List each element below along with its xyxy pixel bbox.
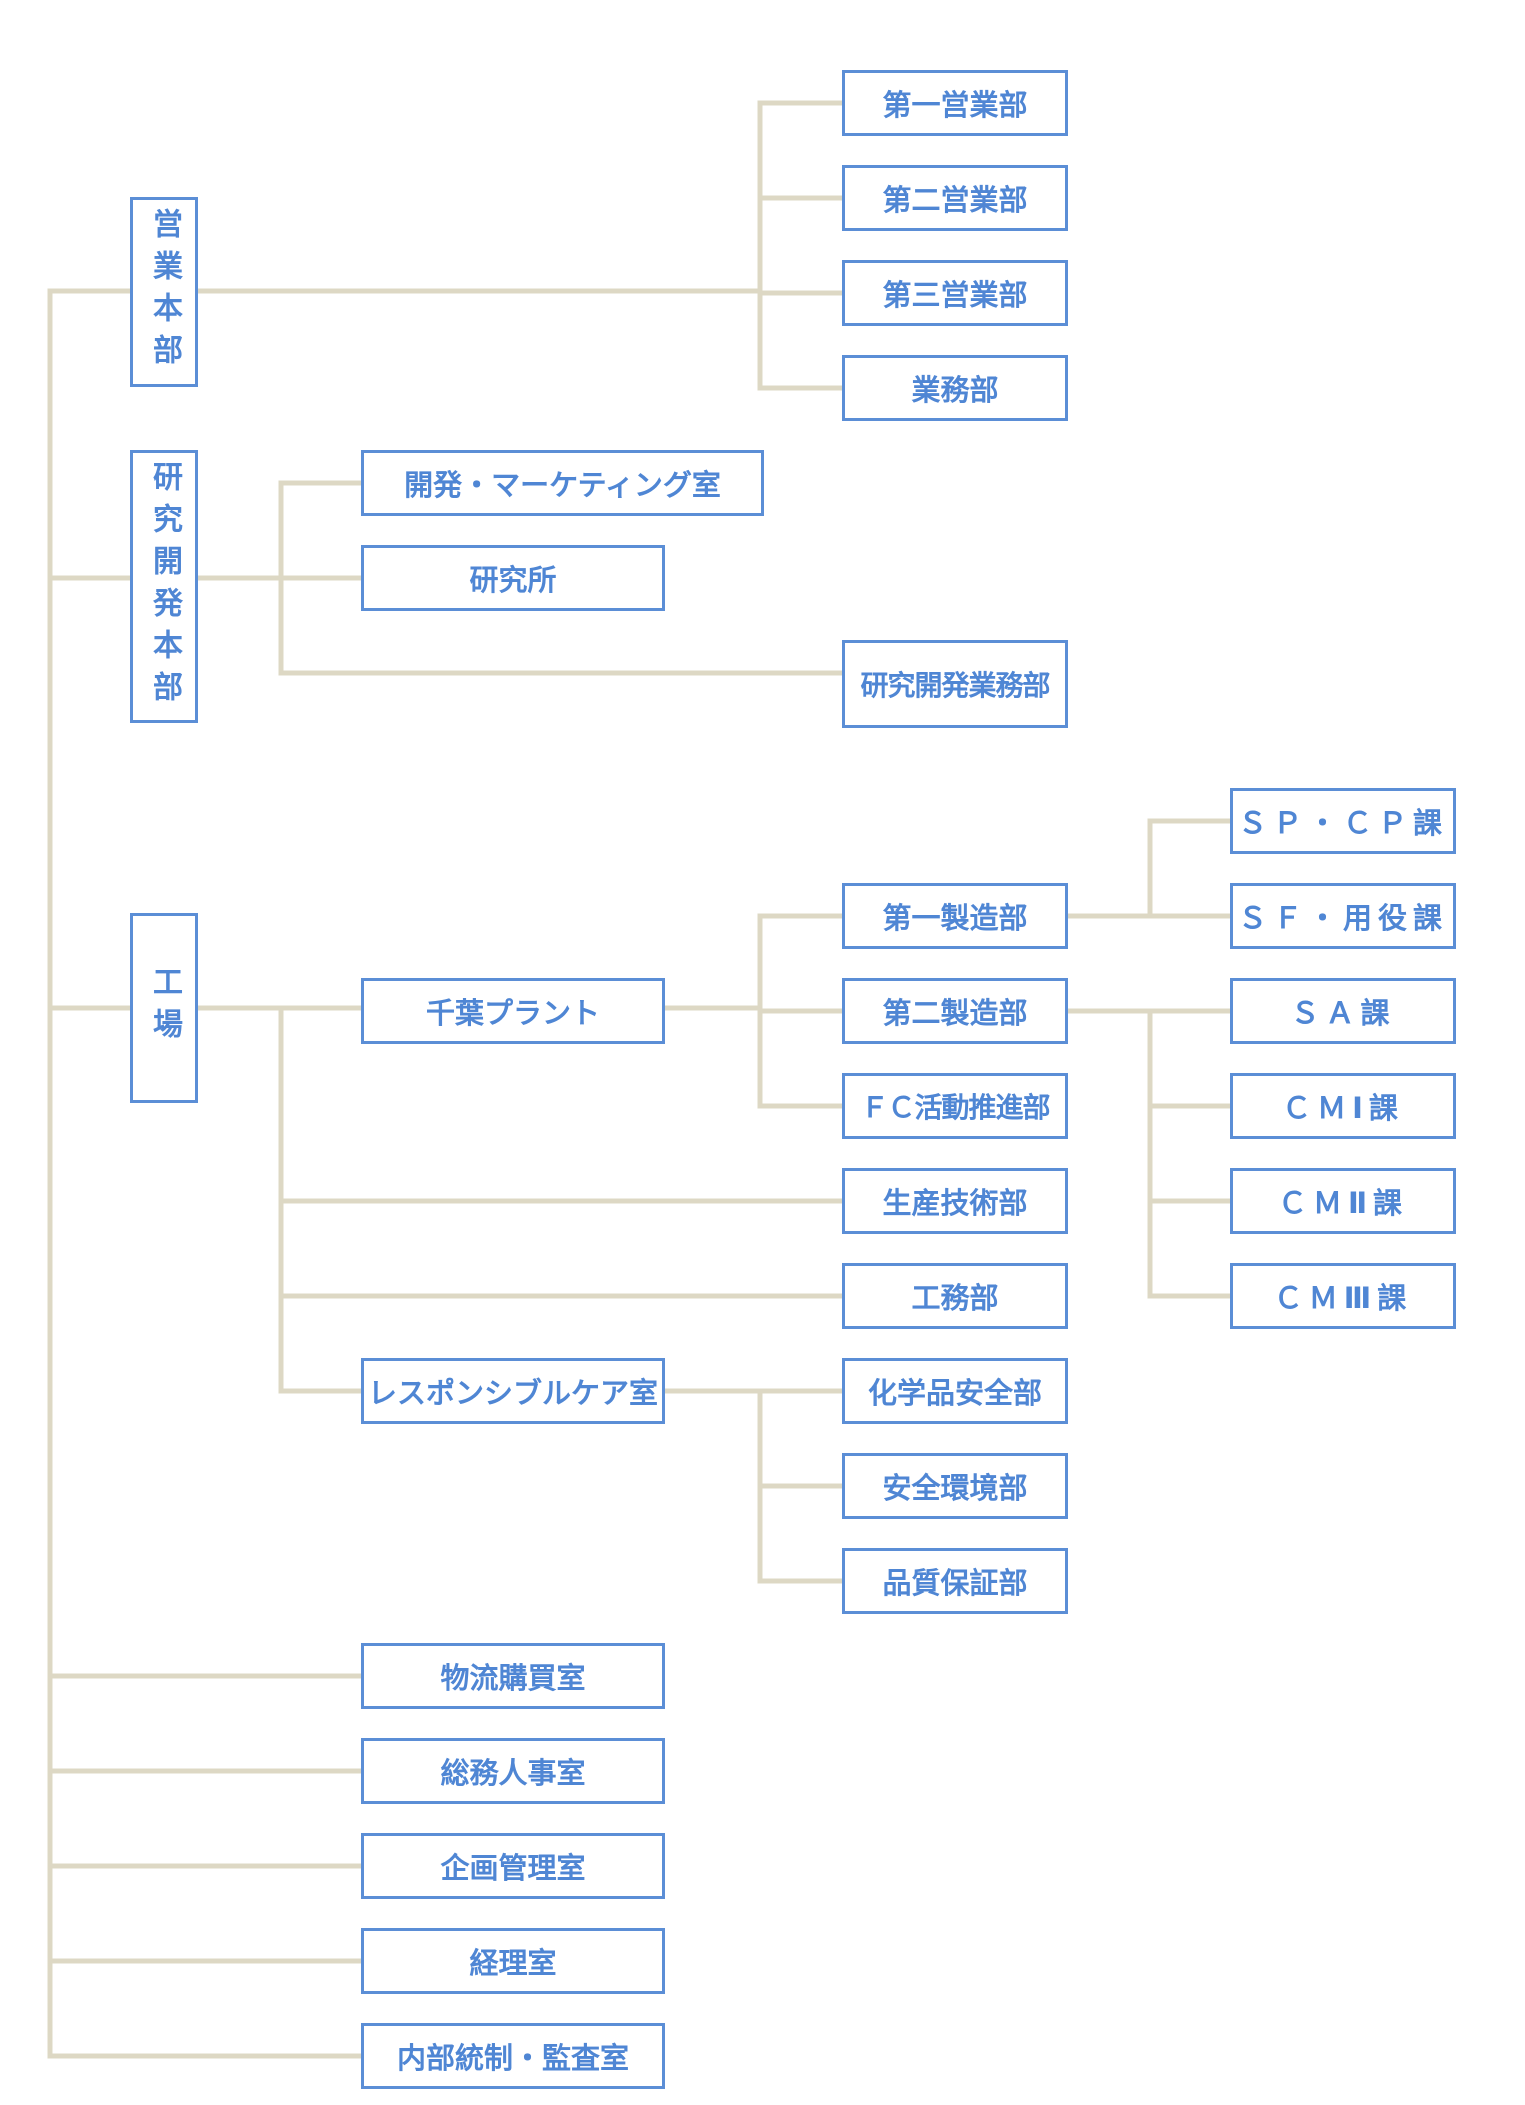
quality-assurance-dept: 品質保証部: [842, 1548, 1068, 1614]
rnd-operations-dept: 研究開発業務部: [842, 640, 1068, 728]
chemical-safety-dept: 化学品安全部: [842, 1358, 1068, 1424]
planning-office: 企画管理室: [361, 1833, 665, 1899]
second-sales-dept: 第二営業部: [842, 165, 1068, 231]
fc-promotion-dept: ＦＣ活動推進部: [842, 1073, 1068, 1139]
first-sales-dept: 第一営業部: [842, 70, 1068, 136]
logistics-office: 物流購買室: [361, 1643, 665, 1709]
internal-audit-office: 内部統制・監査室: [361, 2023, 665, 2089]
factory-box: 工場: [130, 913, 198, 1103]
engineering-dept: 工務部: [842, 1263, 1068, 1329]
accounting-office: 経理室: [361, 1928, 665, 1994]
cm2-section: ＣＭⅡ課: [1230, 1168, 1456, 1234]
responsible-care-office: レスポンシブルケア室: [361, 1358, 665, 1424]
third-sales-dept: 第三営業部: [842, 260, 1068, 326]
dev-marketing-office: 開発・マーケティング室: [361, 450, 764, 516]
sa-section: ＳＡ課: [1230, 978, 1456, 1044]
first-manufacturing-dept: 第一製造部: [842, 883, 1068, 949]
sf-utility-section: ＳＦ・用役課: [1230, 883, 1456, 949]
operations-dept: 業務部: [842, 355, 1068, 421]
rnd-hq-box: 研究開発本部: [130, 450, 198, 723]
sales-hq-box: 営業本部: [130, 197, 198, 387]
general-affairs-office: 総務人事室: [361, 1738, 665, 1804]
production-tech-dept: 生産技術部: [842, 1168, 1068, 1234]
chiba-plant: 千葉プラント: [361, 978, 665, 1044]
cm3-section: ＣＭⅢ課: [1230, 1263, 1456, 1329]
laboratory: 研究所: [361, 545, 665, 611]
second-manufacturing-dept: 第二製造部: [842, 978, 1068, 1044]
cm1-section: ＣＭⅠ課: [1230, 1073, 1456, 1139]
safety-env-dept: 安全環境部: [842, 1453, 1068, 1519]
sp-cp-section: ＳＰ・ＣＰ課: [1230, 788, 1456, 854]
